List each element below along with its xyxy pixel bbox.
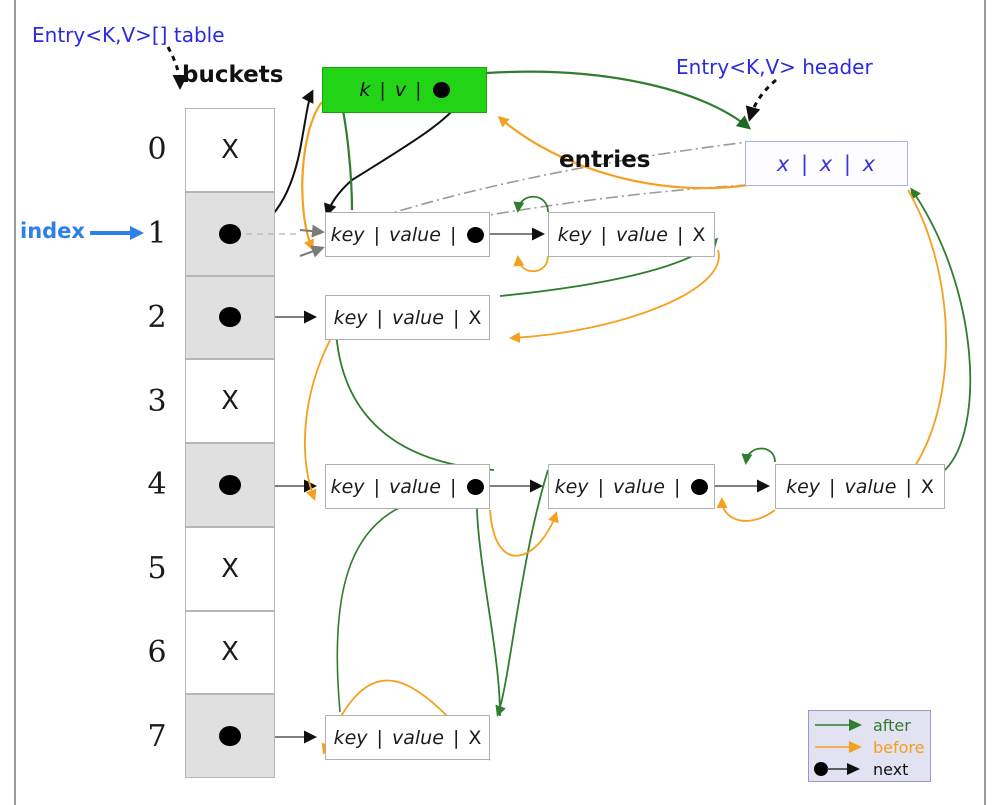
bucket-null-marker: X — [221, 637, 239, 668]
entry-b4-e1-value: value — [389, 475, 441, 498]
legend-box: after before next — [808, 710, 931, 782]
bucket-pointer-dot-icon — [219, 223, 241, 244]
bucket-index-label-6: 6 — [147, 634, 167, 670]
entry-b4-e1-key: key — [330, 475, 365, 498]
bucket-cell-4[interactable] — [185, 443, 275, 527]
bucket-cell-6[interactable]: X — [185, 610, 275, 695]
legend-item-after: after — [813, 714, 926, 736]
legend-after-label: after — [873, 715, 911, 735]
entry-green-sep2: | — [415, 79, 422, 101]
entry-box-b4-e1[interactable]: key | value | — [325, 464, 490, 509]
entry-green-value: v — [394, 79, 407, 101]
entry-box-b7-e1[interactable]: key | value | X — [325, 715, 490, 760]
entry-b4-e1-next-dot-icon — [467, 478, 485, 495]
entry-header-key: x — [776, 151, 791, 176]
entry-header-next: x — [862, 151, 877, 176]
entry-green-sep1: | — [379, 79, 386, 101]
entry-b4-e2-next-dot-icon — [691, 478, 709, 495]
right-margin-rule — [984, 0, 986, 805]
entry-box-b1-e2[interactable]: key | value | X — [548, 212, 715, 257]
bucket-pointer-dot-icon — [219, 726, 241, 747]
entry-box-green-new[interactable]: k | v | — [322, 67, 487, 113]
legend-before-label: before — [873, 737, 925, 757]
bucket-cell-5[interactable]: X — [185, 526, 275, 611]
legend-before-arrow-icon — [815, 741, 862, 753]
table-callout-leader — [166, 46, 188, 90]
entry-b2-e1-value: value — [392, 306, 444, 329]
bucket-index-label-4: 4 — [147, 467, 167, 503]
entry-b1-e2-next: X — [692, 223, 706, 246]
bucket-index-label-5: 5 — [147, 551, 167, 587]
bucket-cell-3[interactable]: X — [185, 359, 275, 443]
bucket-null-marker: X — [221, 134, 239, 165]
entry-b7-e1-key: key — [333, 726, 368, 749]
entry-header-sep2: | — [843, 151, 852, 176]
grey-pointer-b — [299, 245, 325, 258]
entry-b4-e3-key: key — [786, 475, 820, 498]
label-entry-table: Entry<K,V>[] table — [32, 23, 225, 47]
legend-after-arrow-icon — [815, 719, 862, 731]
bucket-cell-0[interactable]: X — [185, 108, 275, 192]
bucket-pointer-dot-icon — [219, 307, 241, 328]
bucket-pointer-dot-icon — [219, 474, 241, 495]
entry-b1-e2-text: key | value | X — [557, 223, 706, 246]
entry-b1-e1-key: key — [330, 223, 365, 246]
entry-header-sep1: | — [801, 151, 810, 176]
bucket-index-label-0: 0 — [147, 132, 167, 168]
entry-b1-e2-key: key — [557, 223, 592, 246]
entry-box-b4-e2[interactable]: key | value | — [548, 464, 715, 509]
entry-green-key: k — [359, 79, 371, 101]
entry-b1-e1-value: value — [389, 223, 441, 246]
entry-b7-e1-next: X — [468, 726, 482, 749]
entry-box-b4-e3[interactable]: key | value | X — [775, 464, 945, 509]
entry-b1-e1-next-dot-icon — [467, 226, 485, 243]
entry-box-b1-e1[interactable]: key | value | — [325, 212, 490, 257]
left-margin-rule — [14, 0, 16, 805]
bucket-null-marker: X — [221, 386, 239, 417]
entry-b4-e1-text: key | value | — [331, 476, 485, 498]
bucket-index-label-1: 1 — [147, 216, 167, 252]
label-entry-header: Entry<K,V> header — [676, 55, 873, 79]
bucket-index-label-7: 7 — [147, 718, 167, 754]
bucket-null-marker: X — [221, 553, 239, 584]
entry-header-value: x — [819, 151, 834, 176]
entry-b4-e3-value: value — [844, 475, 897, 498]
entry-box-header[interactable]: x | x | x — [745, 141, 908, 186]
entry-b4-e2-key: key — [554, 475, 589, 498]
entry-b7-e1-text: key | value | X — [333, 726, 482, 749]
label-buckets: buckets — [182, 62, 284, 88]
buckets-table: X X X X — [185, 108, 275, 778]
entry-b1-e1-text: key | value | — [331, 224, 485, 246]
bucket-cell-7[interactable] — [185, 694, 275, 778]
legend-next-label: next — [873, 759, 909, 779]
entry-green-next-dot-icon — [432, 82, 450, 98]
bucket-index-label-2: 2 — [147, 299, 167, 335]
grey-pointer-a — [299, 224, 325, 238]
entry-b1-e2-value: value — [616, 223, 668, 246]
entry-b7-e1-value: value — [392, 726, 444, 749]
legend-next-dot-arrow-icon — [814, 762, 860, 776]
entry-b2-e1-next: X — [468, 306, 482, 329]
label-entries: entries — [559, 147, 651, 173]
header-callout-leader — [745, 78, 777, 122]
entry-header-text: x | x | x — [777, 152, 876, 176]
entry-b2-e1-key: key — [333, 306, 368, 329]
entry-b4-e3-next: X — [920, 475, 934, 498]
entry-green-text: k | v | — [359, 79, 450, 101]
label-index: index — [20, 219, 85, 243]
bucket-cell-2[interactable] — [185, 275, 275, 360]
entry-box-b2-e1[interactable]: key | value | X — [325, 295, 490, 340]
legend-item-next: next — [813, 758, 926, 780]
legend-item-before: before — [813, 736, 926, 758]
bucket-index-label-3: 3 — [147, 383, 167, 419]
entry-b4-e2-text: key | value | — [555, 476, 709, 498]
entry-b4-e2-value: value — [613, 475, 665, 498]
entry-b2-e1-text: key | value | X — [333, 306, 482, 329]
